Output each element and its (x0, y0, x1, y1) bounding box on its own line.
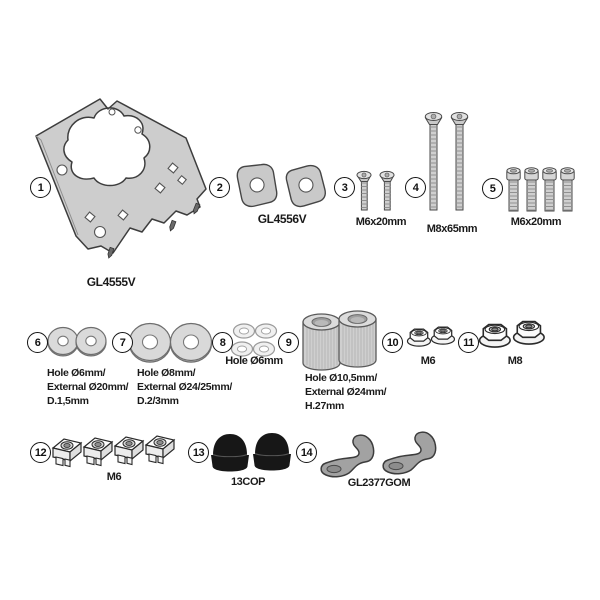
screws-m8x65-flat-illustration (424, 112, 469, 211)
part4-size-label: M8x65mm (426, 223, 478, 235)
nuts-m8-illustration (478, 320, 545, 348)
plate-body (35, 98, 207, 254)
part-number-badge-6: 6 (27, 332, 48, 353)
part-number-badge-1: 1 (30, 177, 51, 198)
nuts-m6-illustration (406, 326, 456, 347)
washers-hole8-ext24-illustration (128, 322, 213, 363)
spacers-h27-illustration (302, 310, 377, 371)
part7-spec-line1: Hole Ø8mm/ (137, 367, 196, 379)
part-number-3: 3 (341, 181, 348, 194)
rubber-brackets-gl2377gom-illustration (320, 431, 437, 478)
part9-spec-line1: Hole Ø10,5mm/ (305, 372, 377, 384)
part9-spec-label: Hole Ø10,5mm/ External Ø24mm/ H.27mm (305, 371, 387, 413)
part6-spec-label: Hole Ø6mm/ External Ø20mm/ D.1,5mm (47, 366, 129, 408)
part-number-badge-14: 14 (296, 442, 317, 463)
part-number-4: 4 (412, 181, 419, 194)
part-number-8: 8 (219, 336, 226, 349)
part-number-1: 1 (37, 181, 44, 194)
part-number-12: 12 (34, 446, 47, 459)
part11-size-label: M8 (507, 355, 523, 367)
part-number-badge-13: 13 (188, 442, 209, 463)
spacer-plates-gl4556v-illustration (236, 163, 326, 208)
screws-m6x20-socket-illustration (506, 167, 575, 212)
part6-spec-line3: D.1,5mm (47, 395, 89, 407)
part5-size-label: M6x20mm (510, 216, 562, 228)
part7-spec-label: Hole Ø8mm/ External Ø24/25mm/ D.2/3mm (137, 366, 232, 408)
part7-spec-line3: D.2/3mm (137, 395, 179, 407)
part-number-6: 6 (34, 336, 41, 349)
part3-size-label: M6x20mm (355, 216, 407, 228)
part14-code-label: GL2377GOM (347, 477, 411, 489)
part-number-14: 14 (300, 446, 313, 459)
part-number-2: 2 (216, 181, 223, 194)
part-number-7: 7 (119, 336, 126, 349)
part13-code-label: 13COP (230, 476, 266, 488)
cage-nuts-m6-illustration (52, 435, 175, 468)
part-number-13: 13 (192, 446, 205, 459)
part-number-10: 10 (386, 336, 399, 349)
part-number-badge-7: 7 (112, 332, 133, 353)
part12-size-label: M6 (106, 471, 122, 483)
part6-spec-line2: External Ø20mm/ (47, 381, 129, 393)
part-number-badge-12: 12 (30, 442, 51, 463)
plate-gl4555v-illustration (35, 98, 207, 259)
part9-spec-line3: H.27mm (305, 400, 345, 412)
screws-m6x20-flat-illustration (356, 170, 395, 211)
part-number-11: 11 (463, 336, 474, 349)
part-number-badge-4: 4 (405, 177, 426, 198)
part1-code-label: GL4555V (86, 275, 136, 289)
part-number-badge-11: 11 (458, 332, 479, 353)
part-number-5: 5 (489, 182, 496, 195)
part-number-badge-2: 2 (209, 177, 230, 198)
part-number-badge-9: 9 (278, 332, 299, 353)
part7-spec-line2: External Ø24/25mm/ (137, 381, 232, 393)
part9-spec-line2: External Ø24mm/ (305, 386, 387, 398)
part10-size-label: M6 (420, 355, 436, 367)
part-number-badge-10: 10 (382, 332, 403, 353)
part-number-9: 9 (285, 336, 292, 349)
part-number-badge-8: 8 (212, 332, 233, 353)
part6-spec-line1: Hole Ø6mm/ (47, 367, 106, 379)
rubber-caps-13cop-illustration (210, 432, 292, 472)
washers-hole6-ext20-illustration (47, 326, 107, 357)
part2-code-label: GL4556V (257, 212, 307, 226)
part-number-badge-5: 5 (482, 178, 503, 199)
part8-spec-label: Hole Ø6mm (225, 355, 283, 367)
plate-studs (107, 202, 201, 259)
part-number-badge-3: 3 (334, 177, 355, 198)
washers-hole6-small-illustration (230, 323, 278, 357)
